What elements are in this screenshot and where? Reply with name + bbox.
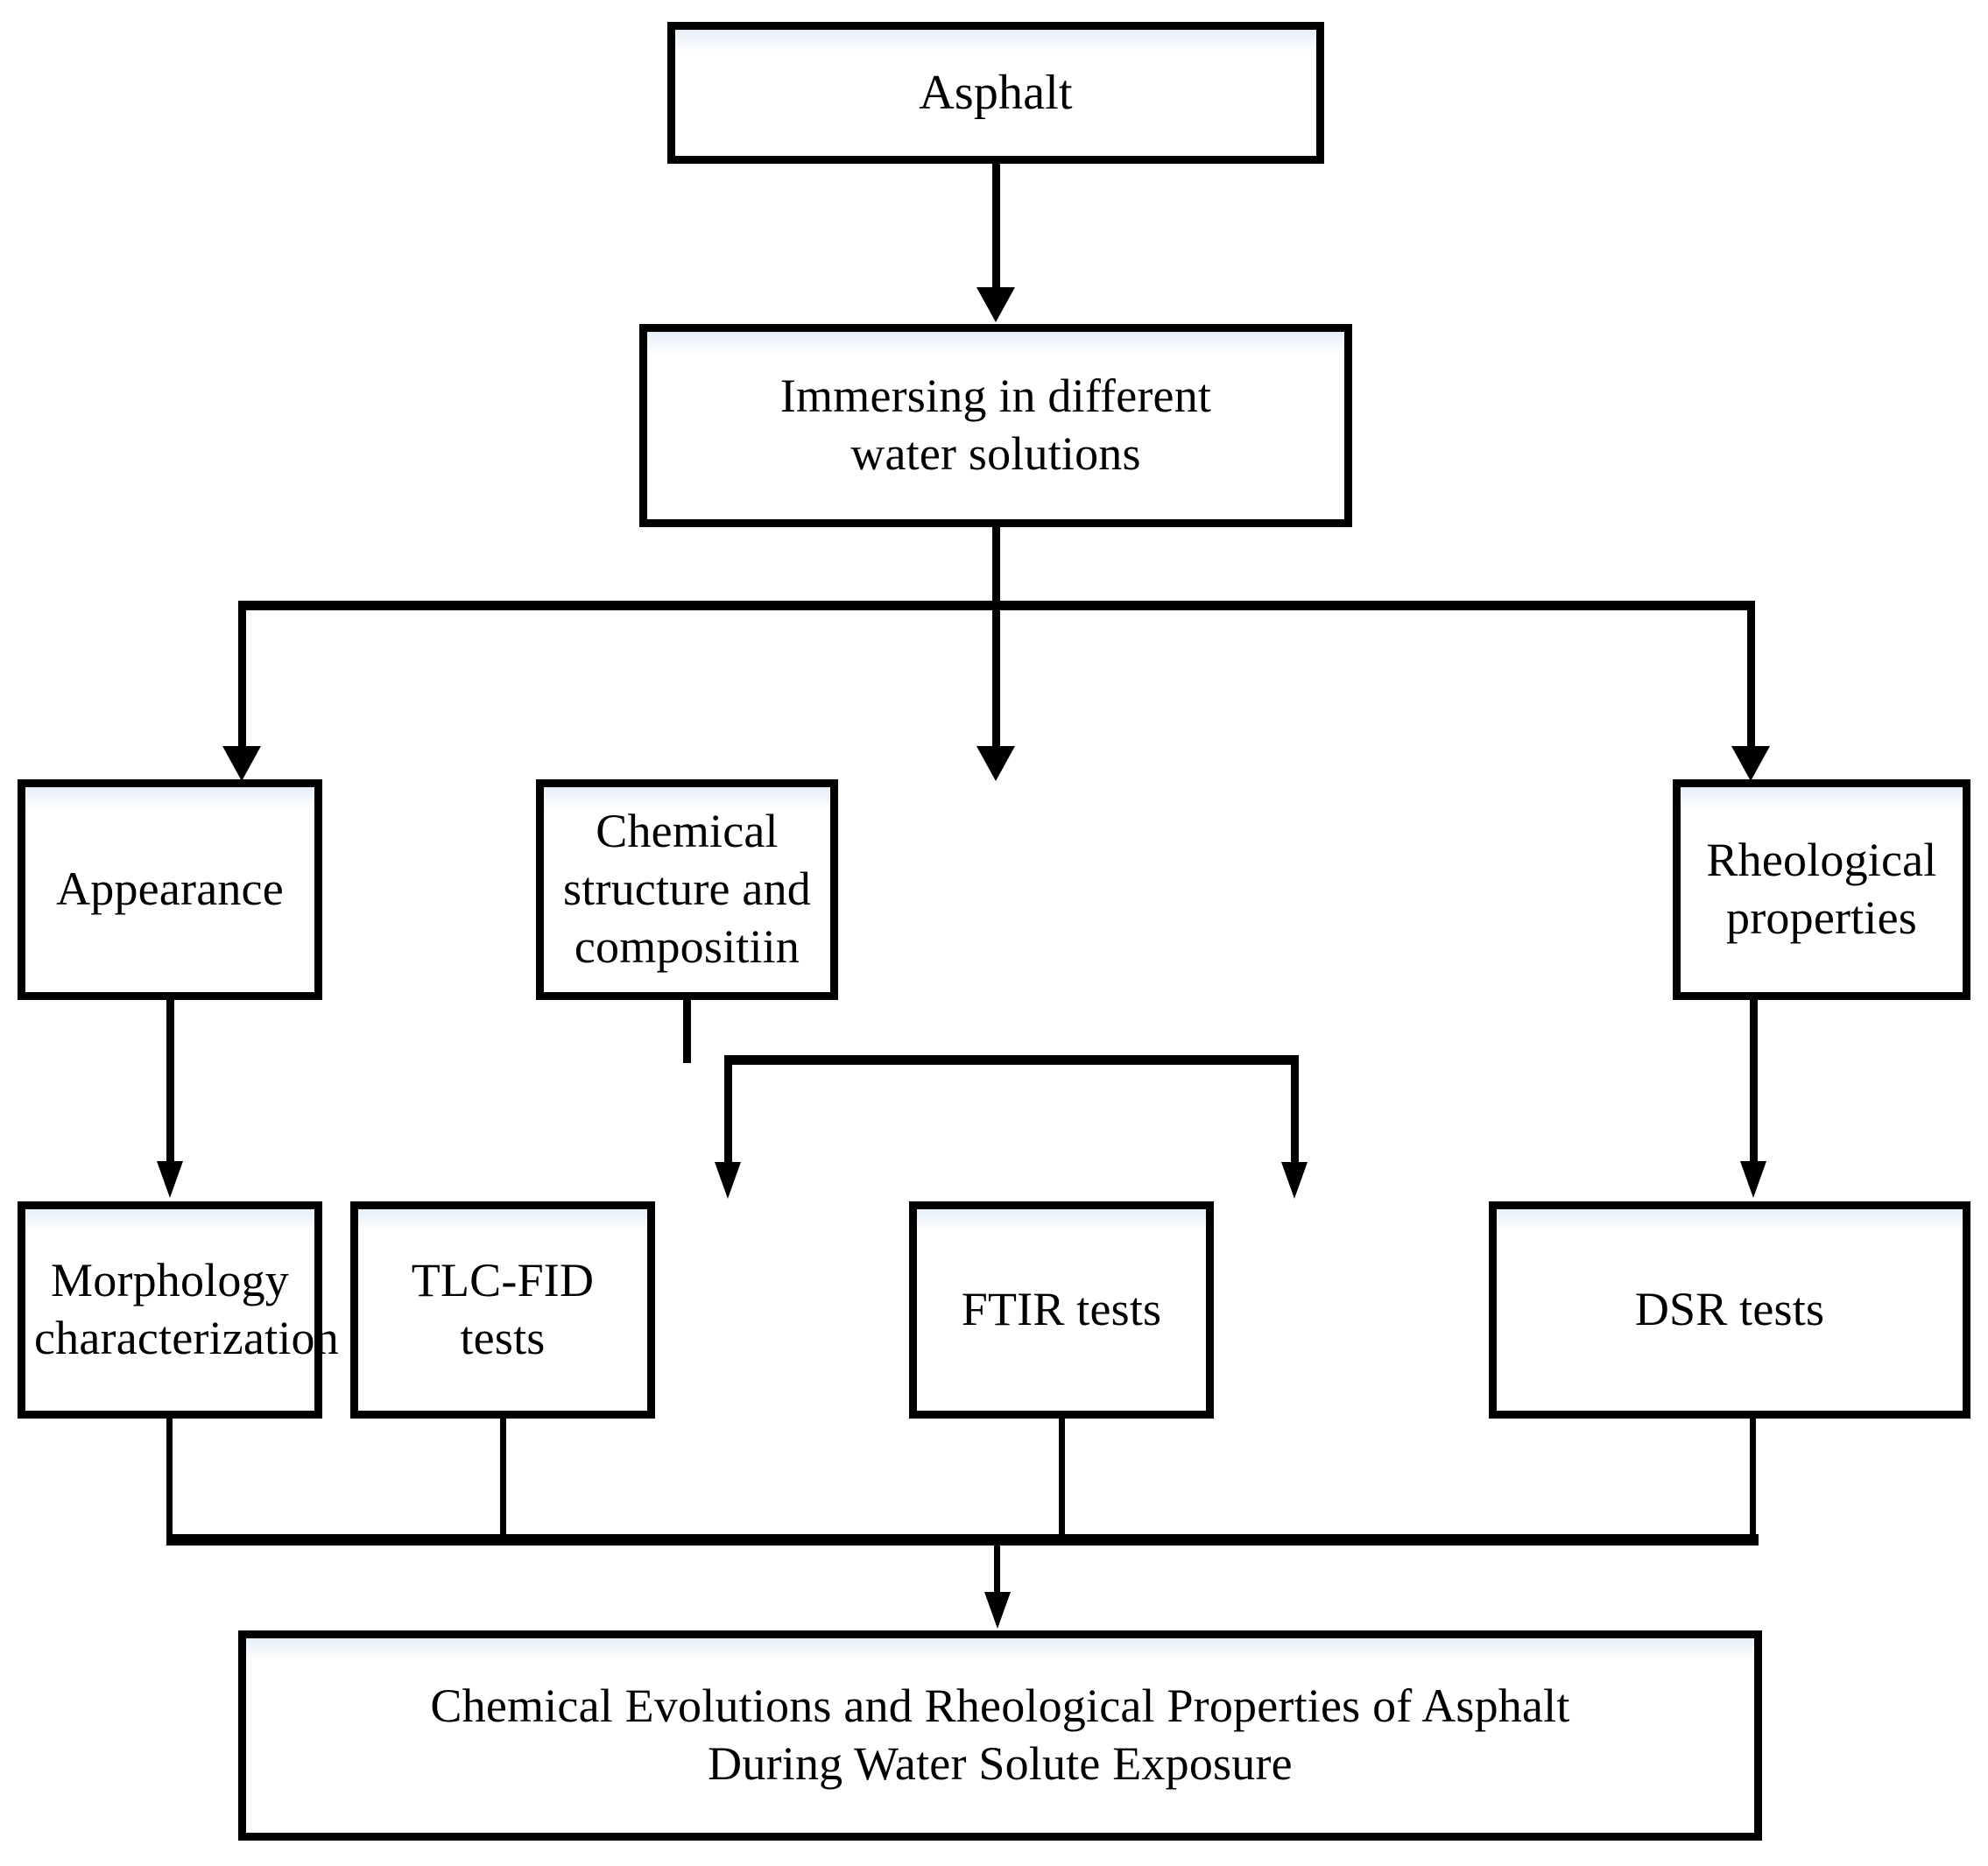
connector-tlcfid-to-merge xyxy=(500,1419,506,1543)
node-chemical-structure-label: Chemical structure and compositiin xyxy=(544,803,830,976)
node-rheological-properties[interactable]: Rheological properties xyxy=(1673,779,1970,1000)
node-chemical-line1: Chemical xyxy=(596,805,779,858)
connector-appearance-to-morphology xyxy=(166,1000,174,1166)
connector-immersing-stem xyxy=(992,527,1000,608)
node-dsr-tests-label: DSR tests xyxy=(1634,1283,1825,1336)
connector-bus-to-tlcfid xyxy=(724,1055,732,1167)
node-appearance-label: Appearance xyxy=(56,863,284,916)
node-chemical-line2: structure and xyxy=(563,863,811,916)
node-immersing-label: Immersing in different water solutions xyxy=(647,368,1344,483)
arrowhead-to-dsr xyxy=(1740,1161,1766,1198)
connector-merge-bus xyxy=(166,1534,1759,1546)
node-morphology-characterization[interactable]: Morphology characterization xyxy=(18,1201,339,1419)
node-conclusion-label: Chemical Evolutions and Rheological Prop… xyxy=(246,1678,1754,1793)
node-appearance[interactable]: Appearance xyxy=(18,779,322,1000)
connector-bus-to-rheological xyxy=(1747,601,1755,751)
node-morphology-line2: characterization xyxy=(34,1312,339,1364)
node-ftir-tests-label: FTIR tests xyxy=(961,1283,1162,1336)
connector-dsr-to-merge xyxy=(1750,1419,1756,1543)
node-rheological-properties-label: Rheological properties xyxy=(1681,832,1963,947)
node-immersing-line2: water solutions xyxy=(850,427,1141,480)
arrowhead-to-morphology xyxy=(157,1161,183,1198)
node-dsr-tests[interactable]: DSR tests xyxy=(1489,1201,1970,1419)
arrowhead-to-tlcfid xyxy=(715,1162,741,1199)
node-conclusion-line1: Chemical Evolutions and Rheological Prop… xyxy=(430,1679,1570,1733)
arrowhead-to-appearance xyxy=(222,746,261,781)
node-morphology-characterization-label: Morphology characterization xyxy=(25,1252,339,1368)
node-rheological-line1: Rheological xyxy=(1706,834,1937,887)
arrowhead-asphalt-to-immersing xyxy=(976,287,1015,322)
connector-merge-to-conclusion xyxy=(994,1543,1000,1595)
node-asphalt-label: Asphalt xyxy=(919,65,1073,120)
connector-ftir-to-merge xyxy=(1059,1419,1065,1543)
node-immersing-line1: Immersing in different xyxy=(779,370,1212,423)
node-immersing[interactable]: Immersing in different water solutions xyxy=(639,324,1352,527)
connector-bus-to-ftir xyxy=(1291,1055,1299,1167)
arrowhead-to-ftir xyxy=(1281,1162,1308,1199)
node-conclusion-line2: During Water Solute Exposure xyxy=(708,1737,1293,1790)
arrowhead-to-conclusion xyxy=(984,1592,1011,1629)
node-rheological-line2: properties xyxy=(1726,891,1917,944)
node-chemical-structure[interactable]: Chemical structure and compositiin xyxy=(536,779,838,1000)
connector-morphology-to-merge xyxy=(166,1419,173,1543)
node-tlc-fid-tests[interactable]: TLC-FID tests xyxy=(350,1201,655,1419)
node-asphalt[interactable]: Asphalt xyxy=(667,22,1324,164)
node-tlc-fid-tests-label: TLC-FID tests xyxy=(411,1254,595,1364)
node-ftir-tests[interactable]: FTIR tests xyxy=(909,1201,1214,1419)
arrowhead-to-chemical xyxy=(976,746,1015,781)
connector-asphalt-to-immersing xyxy=(992,164,1000,289)
node-chemical-line3: compositiin xyxy=(574,919,800,973)
arrowhead-to-rheological xyxy=(1731,746,1770,781)
node-conclusion[interactable]: Chemical Evolutions and Rheological Prop… xyxy=(238,1630,1762,1841)
connector-split-bus-level3 xyxy=(724,1055,1299,1065)
connector-bus-to-appearance xyxy=(238,601,246,751)
connector-bus-to-chemical xyxy=(992,601,1000,751)
node-morphology-line1: Morphology xyxy=(51,1254,289,1307)
connector-rheological-to-dsr xyxy=(1750,1000,1758,1166)
connector-chemical-stem xyxy=(683,1000,691,1063)
